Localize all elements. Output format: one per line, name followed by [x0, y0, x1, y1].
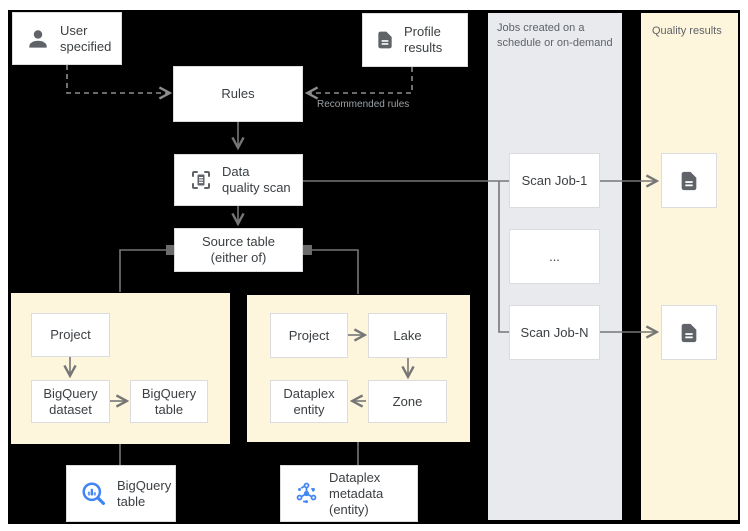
scan-job-n-label: Scan Job-N — [520, 324, 589, 340]
bq-table-label-line1: BigQuery — [141, 385, 197, 401]
data-quality-scan-label-line2: quality scan — [222, 180, 291, 195]
dataplex-metadata-node: Dataplex metadata (entity) — [280, 465, 418, 522]
jobs-column-title-line1: Jobs created on a — [497, 22, 585, 34]
bq-dataset-label-line1: BigQuery — [43, 385, 98, 401]
bq-dataset-label-line2: dataset — [49, 401, 92, 417]
scan-job-1-node: Scan Job-1 — [509, 153, 600, 208]
data-quality-scan-node: Data quality scan — [174, 154, 303, 206]
profile-results-label-line1: Profile — [404, 24, 441, 39]
document-icon — [678, 322, 700, 344]
dataplex-metadata-label-line1: Dataplex — [329, 469, 381, 485]
dataplex-entity-label-line1: Dataplex — [283, 385, 335, 401]
bq-table-node: BigQuery table — [130, 380, 208, 423]
source-table-node: Source table (either of) — [174, 228, 303, 272]
document-icon — [678, 170, 700, 192]
quality-column-title-text: Quality results — [652, 25, 722, 37]
bq-project-node: Project — [31, 313, 110, 357]
diagram-canvas — [8, 10, 740, 524]
bq-project-label: Project — [50, 327, 91, 342]
dataplex-icon — [293, 480, 320, 507]
scan-job-n-node: Scan Job-N — [509, 305, 600, 360]
scan-job-ellipsis-node: ... — [509, 229, 600, 284]
bq-table-label-line2: table — [154, 401, 184, 417]
quality-column-title: Quality results — [652, 24, 722, 39]
user-specified-label-line2: specified — [60, 38, 112, 54]
zone-label: Zone — [392, 393, 423, 409]
scan-job-ellipsis-label: ... — [549, 248, 560, 264]
bigquery-table-bottom-label-line2: table — [117, 493, 146, 509]
quality-result-1-node — [661, 153, 717, 208]
quality-result-n-node — [661, 305, 717, 360]
lake-label: Lake — [393, 327, 422, 343]
dataplex-entity-label-line2: entity — [293, 401, 325, 417]
rules-label: Rules — [221, 86, 255, 101]
profile-results-label-line2: results — [404, 40, 443, 55]
user-specified-node: User specified — [12, 12, 122, 65]
bq-dataset-node: BigQuery dataset — [31, 380, 110, 423]
bigquery-table-node: BigQuery table — [66, 465, 176, 522]
user-specified-label-line1: User — [60, 22, 88, 38]
source-table-label-line1: Source table — [202, 234, 275, 249]
bigquery-icon — [79, 479, 108, 508]
scan-job-1-label: Scan Job-1 — [521, 172, 588, 188]
jobs-column-title: Jobs created on a schedule or on-demand — [497, 21, 621, 51]
quality-results-column — [641, 13, 738, 520]
jobs-column-title-line2: schedule or on-demand — [497, 37, 613, 49]
dp-project-node: Project — [270, 313, 348, 358]
document-icon — [375, 30, 395, 50]
bigquery-table-bottom-label-line1: BigQuery — [117, 477, 172, 493]
scan-icon — [189, 168, 213, 192]
source-table-label-line2: (either of) — [210, 250, 267, 265]
person-icon — [25, 26, 51, 52]
rules-node: Rules — [173, 66, 303, 122]
dp-project-label: Project — [288, 327, 330, 343]
profile-results-node: Profile results — [362, 13, 468, 67]
recommended-rules-label: Recommended rules — [317, 99, 410, 110]
dataplex-metadata-label-line2: metadata (entity) — [329, 485, 384, 517]
dataplex-entity-node: Dataplex entity — [270, 380, 348, 423]
lake-node: Lake — [368, 313, 447, 358]
data-quality-scan-label-line1: Data — [222, 164, 250, 179]
zone-node: Zone — [368, 380, 447, 423]
